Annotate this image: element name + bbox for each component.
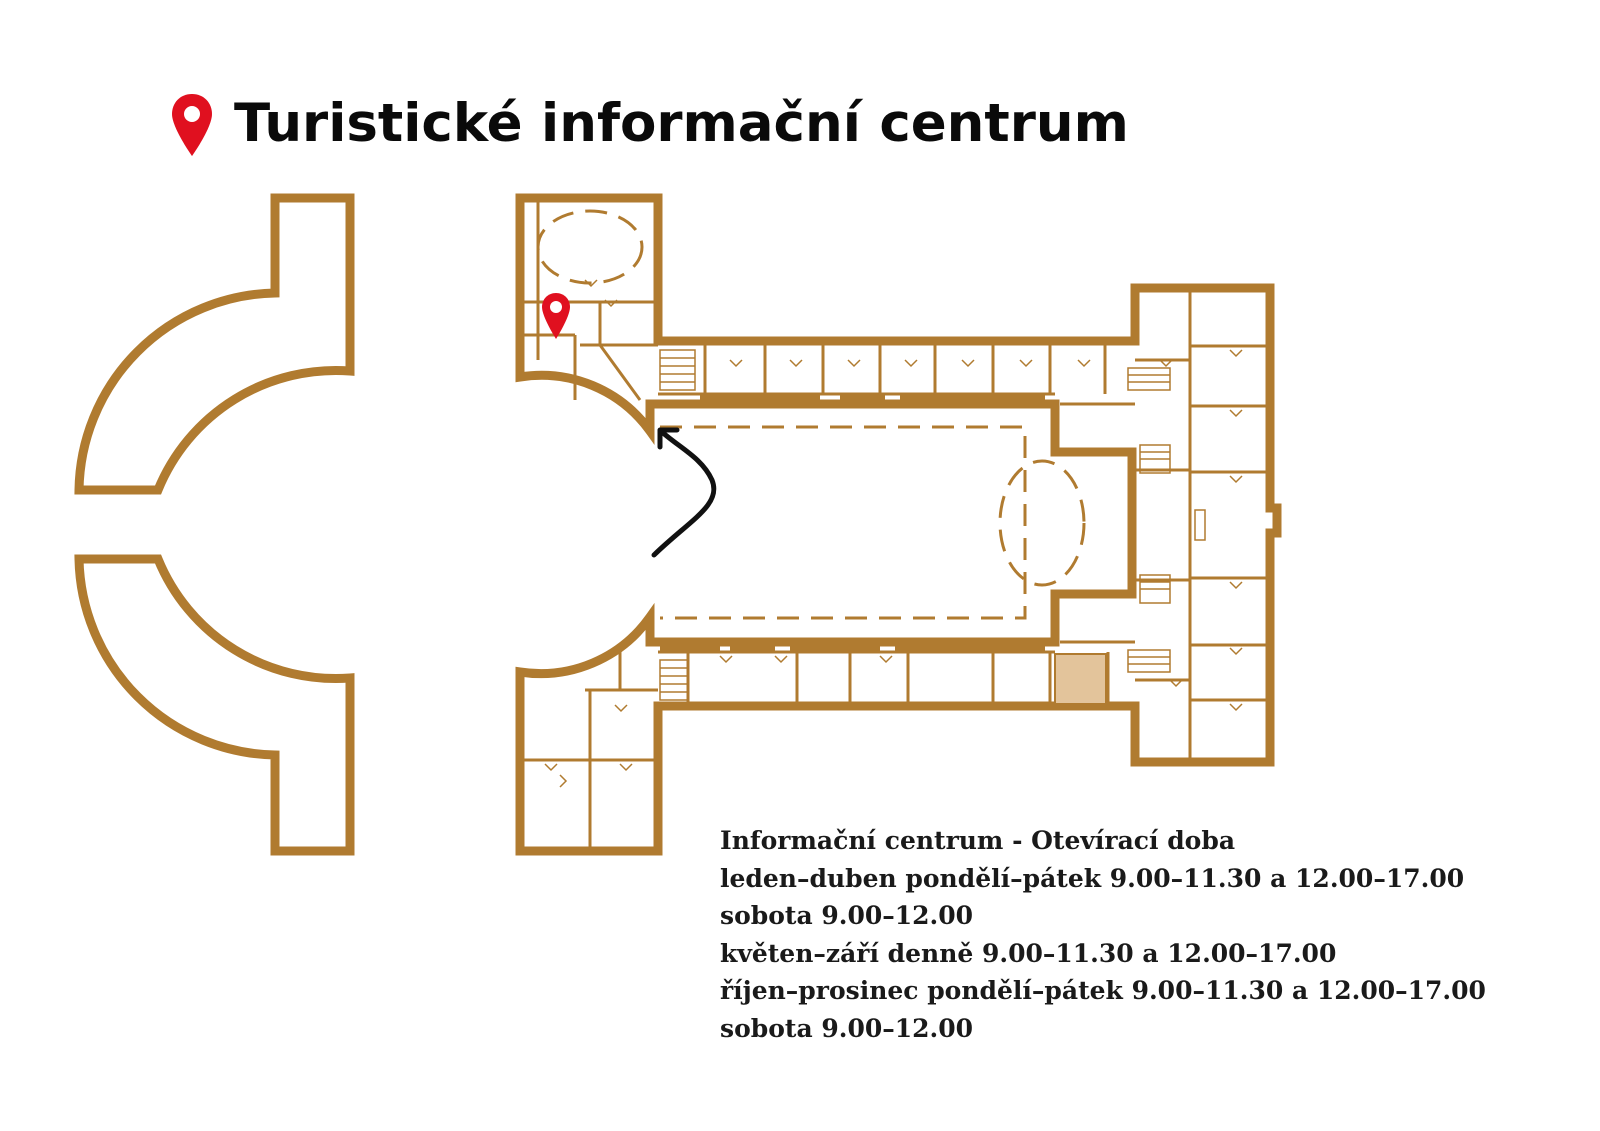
colonnade-lower bbox=[74, 554, 355, 856]
opening-hours-line: květen–září denně 9.00–11.30 a 12.00–17.… bbox=[720, 938, 1337, 968]
colonnade-upper bbox=[74, 193, 355, 495]
curved-arrow-icon bbox=[651, 427, 717, 558]
opening-hours-heading: Informační centrum - Otevírací doba bbox=[720, 826, 1236, 855]
opening-hours: Informační centrum - Otevírací doba lede… bbox=[720, 822, 1486, 1047]
opening-hours-line: sobota 9.00–12.00 bbox=[720, 901, 974, 930]
building-outline bbox=[515, 193, 1282, 856]
info-centre-room bbox=[1054, 653, 1107, 705]
opening-hours-line: leden–duben pondělí–pátek 9.00–11.30 a 1… bbox=[720, 863, 1465, 893]
opening-hours-line: sobota 9.00–12.00 bbox=[720, 1013, 974, 1043]
map-pin-icon bbox=[172, 94, 212, 156]
opening-hours-line: říjen–prosinec pondělí–pátek 9.00–11.30 … bbox=[720, 976, 1486, 1005]
map-pin-icon bbox=[542, 293, 570, 339]
page-title: Turistické informační centrum bbox=[234, 93, 1129, 154]
